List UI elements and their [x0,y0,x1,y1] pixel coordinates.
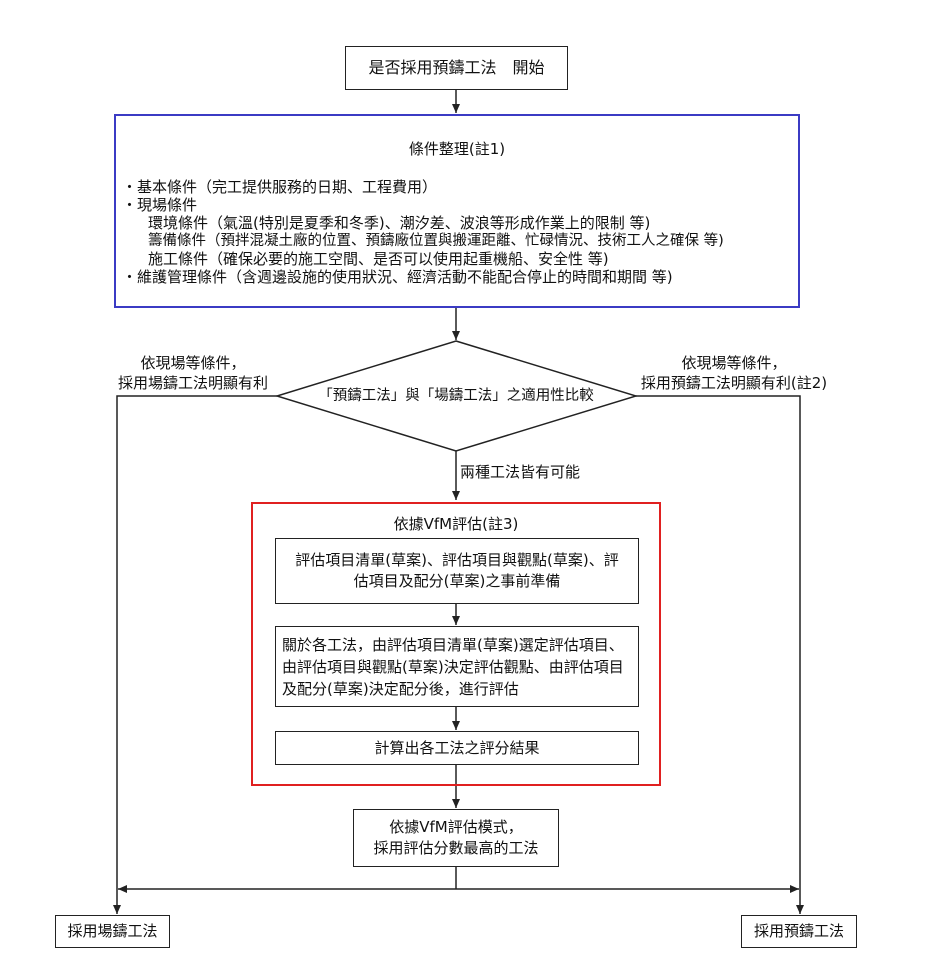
conditions-line-basic: ・基本條件（完工提供服務的日期、工程費用） [122,178,438,196]
branch-left-label: 依現場等條件， 採用場鑄工法明顯有利 [108,353,278,393]
result-cast-in-place-label: 採用場鑄工法 [67,922,158,940]
conditions-line-maintenance: ・維護管理條件（含週邊設施的使用狀況、經濟活動不能配合停止的時間和期間 等) [122,268,673,286]
vfm-step-evaluate: 關於各工法，由評估項目清單(草案)選定評估項目、由評估項目與觀點(草案)決定評估… [275,626,639,707]
arrow-decision-to-left-result [113,395,277,914]
result-cast-in-place-box: 採用場鑄工法 [55,915,170,948]
start-box: 是否採用預鑄工法 開始 [345,46,568,90]
arrow-decision-to-right-result [636,395,804,914]
vfm-step-prepare: 評估項目清單(草案)、評估項目與觀點(草案)、評估項目及配分(草案)之事前準備 [275,538,639,604]
decision-diamond [274,340,639,452]
branch-right-label: 依現場等條件， 採用預鑄工法明顯有利(註2) [634,353,834,393]
vfm-step-score-text: 計算出各工法之評分結果 [374,738,540,757]
start-label: 是否採用預鑄工法 開始 [368,58,545,77]
conditions-box: 條件整理(註1) ・基本條件（完工提供服務的日期、工程費用） ・現場條件 環境條… [114,114,800,308]
conditions-title: 條件整理(註1) [408,140,506,158]
branch-right-line2: 採用預鑄工法明顯有利(註2) [640,374,828,392]
result-precast-box: 採用預鑄工法 [741,915,857,948]
select-line2: 採用評估分數最高的工法 [373,839,539,857]
vfm-title: 依據VfM評估(註3) [393,515,519,533]
branch-left-line1: 依現場等條件， [140,354,246,372]
branch-right-line1: 依現場等條件， [681,354,787,372]
select-line1: 依據VfM評估模式， [389,818,523,836]
select-box: 依據VfM評估模式， 採用評估分數最高的工法 [353,809,559,867]
decision-label: 「預鑄工法」與「場鑄工法」之適用性比較 [318,388,594,404]
branch-left-line2: 採用場鑄工法明顯有利 [117,374,268,392]
conditions-line-site: ・現場條件 [122,196,198,214]
vfm-step-score: 計算出各工法之評分結果 [275,731,639,765]
conditions-line-construction: 施工條件（確保必要的施工空間、是否可以使用起重機船、安全性 等) [148,250,609,268]
vfm-step-evaluate-text: 關於各工法，由評估項目清單(草案)選定評估項目、由評估項目與觀點(草案)決定評估… [282,635,624,698]
vfm-box: 依據VfM評估(註3) [251,502,661,786]
branch-down-label: 兩種工法皆有可能 [460,463,581,481]
conditions-line-preparation: 籌備條件（預拌混凝土廠的位置、預鑄廠位置與搬運距離、忙碌情況、技術工人之確保 等… [148,233,724,249]
result-precast-label: 採用預鑄工法 [753,922,844,940]
vfm-step-prepare-text: 評估項目清單(草案)、評估項目與觀點(草案)、評估項目及配分(草案)之事前準備 [295,551,619,590]
conditions-line-environment: 環境條件（氣溫(特別是夏季和冬季)、潮汐差、波浪等形成作業上的限制 等) [148,214,651,232]
